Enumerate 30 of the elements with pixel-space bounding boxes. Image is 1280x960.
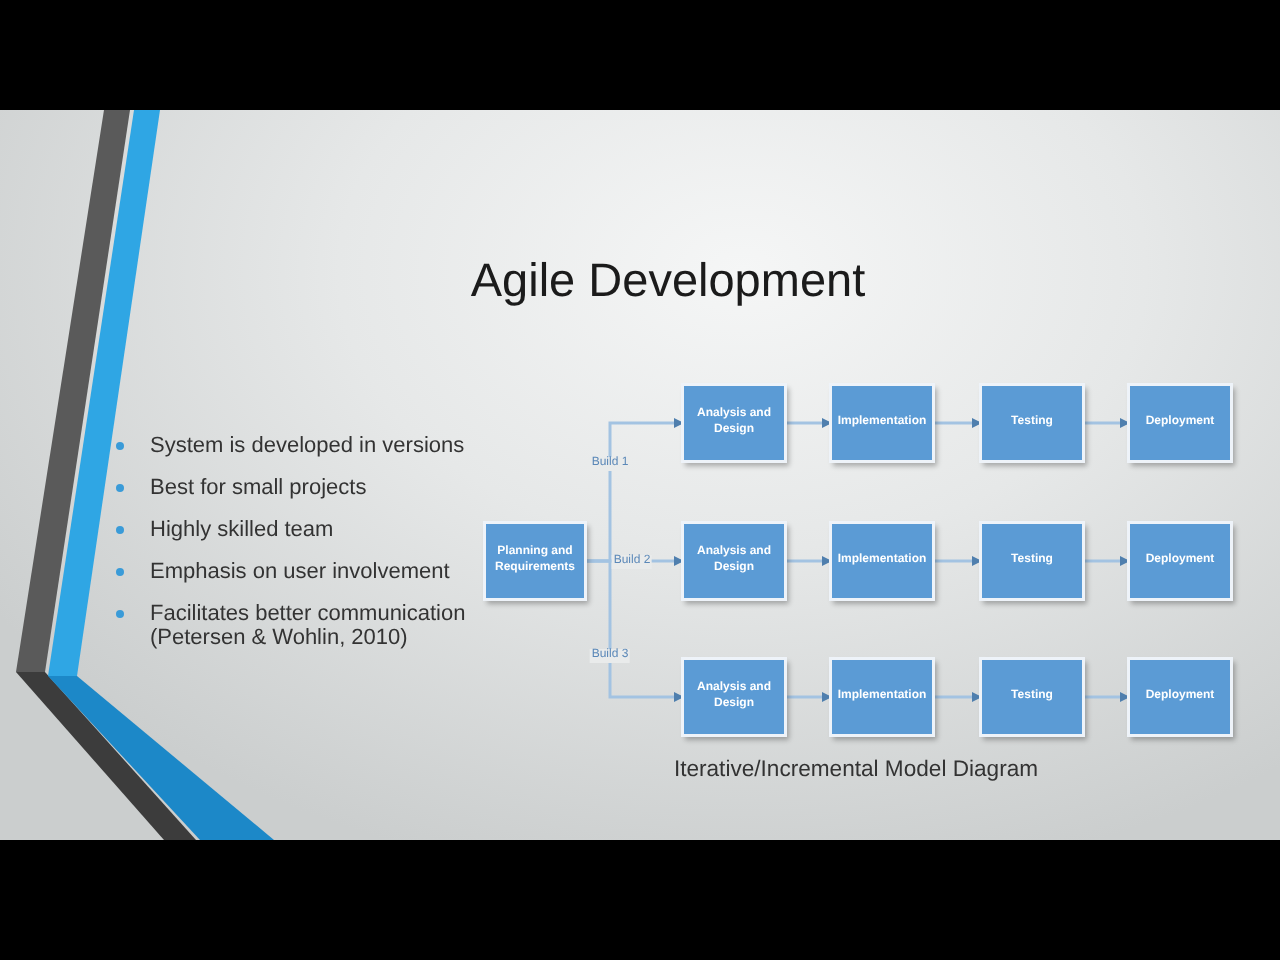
process-box (982, 660, 1082, 734)
bullet-text: Facilitates better communication (Petersen & Wohlin, 2010) (150, 602, 468, 650)
arrow (932, 692, 982, 702)
arrow (784, 692, 832, 702)
process-box (486, 524, 584, 598)
bullet-text: Best for small projects (150, 476, 369, 500)
process-box (1130, 386, 1230, 460)
slide-title: Agile Development (468, 252, 868, 310)
arrow (584, 559, 684, 702)
bullet-text: System is developed in versions (150, 434, 467, 458)
process-box (1130, 660, 1230, 734)
bullet-text: Emphasis on user involvement (150, 560, 452, 584)
arrow (784, 418, 832, 428)
process-box (982, 386, 1082, 460)
arrow (784, 556, 832, 566)
bullet-text: Highly skilled team (150, 518, 336, 542)
process-box (684, 524, 784, 598)
arrow (1082, 556, 1130, 566)
arrow (932, 418, 982, 428)
process-box (982, 524, 1082, 598)
arrow (1082, 418, 1130, 428)
diagram-caption: Iterative/Incremental Model Diagram (671, 756, 1041, 786)
arrow (932, 556, 982, 566)
process-box (832, 386, 932, 460)
arrow (1082, 692, 1130, 702)
process-box (832, 524, 932, 598)
process-box (1130, 524, 1230, 598)
process-box (684, 386, 784, 460)
process-box (832, 660, 932, 734)
process-box (684, 660, 784, 734)
